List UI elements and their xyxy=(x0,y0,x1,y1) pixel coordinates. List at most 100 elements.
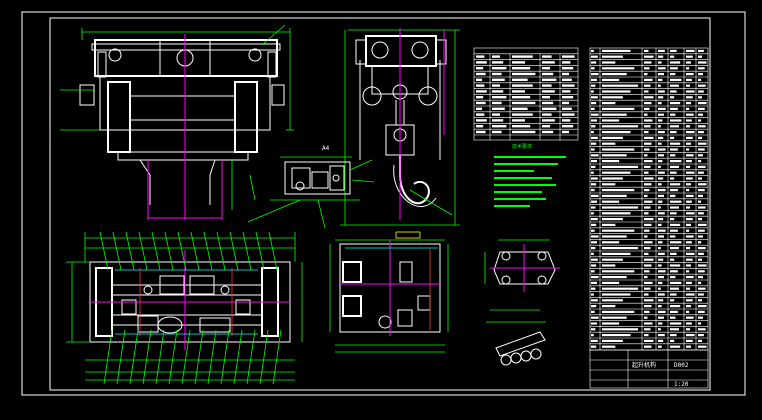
parts-text-mark xyxy=(670,96,675,99)
parts-text-mark xyxy=(658,316,664,319)
parts-text-mark xyxy=(602,165,639,168)
parts-text-mark xyxy=(686,218,693,221)
table-text-mark xyxy=(512,113,533,116)
parts-text-mark xyxy=(591,119,597,122)
parts-text-mark xyxy=(602,113,627,116)
leader-line xyxy=(142,329,152,385)
parts-text-mark xyxy=(591,206,596,209)
parts-text-mark xyxy=(644,299,654,302)
parts-text-mark xyxy=(591,328,596,331)
plan-view-dimensions xyxy=(66,232,303,381)
parts-text-mark xyxy=(686,183,691,186)
parts-text-mark xyxy=(670,264,681,267)
parts-text-mark xyxy=(644,73,648,76)
parts-text-mark xyxy=(602,84,639,87)
parts-text-mark xyxy=(602,200,620,203)
parts-text-mark xyxy=(644,131,649,134)
parts-text-mark xyxy=(644,241,653,244)
leader-line xyxy=(138,231,148,271)
parts-text-mark xyxy=(602,345,616,348)
parts-text-mark xyxy=(698,102,707,105)
parts-text-mark xyxy=(602,102,616,105)
title-block-code: D002 xyxy=(674,362,689,369)
table-text-mark xyxy=(542,78,557,81)
parts-text-mark xyxy=(658,102,662,105)
parts-text-mark xyxy=(658,61,662,64)
parts-text-mark xyxy=(698,328,706,331)
parts-text-mark xyxy=(686,55,693,58)
parts-text-mark xyxy=(591,200,597,203)
parts-text-mark xyxy=(591,125,596,128)
parts-text-mark xyxy=(698,212,704,215)
hook-dimensions xyxy=(340,28,460,226)
parts-text-mark xyxy=(670,165,679,168)
leader-line xyxy=(255,231,265,271)
parts-text-mark xyxy=(644,84,651,87)
front-view-trolley xyxy=(79,39,285,205)
table-text-mark xyxy=(562,61,571,64)
table-text-mark xyxy=(562,119,571,122)
parts-text-mark xyxy=(670,212,677,215)
parts-text-mark xyxy=(658,84,661,87)
table-text-mark xyxy=(476,130,486,134)
table-text-mark xyxy=(542,107,557,110)
parts-text-mark xyxy=(698,334,704,337)
parts-text-mark xyxy=(591,160,597,163)
parts-text-mark xyxy=(686,339,693,342)
parts-text-mark xyxy=(658,328,661,331)
parts-text-mark xyxy=(658,125,661,128)
parts-text-mark xyxy=(602,299,623,302)
parts-text-mark xyxy=(670,281,682,284)
parts-text-mark xyxy=(658,235,664,238)
parts-text-mark xyxy=(698,287,706,290)
parts-text-mark xyxy=(658,154,664,157)
parts-text-mark xyxy=(686,90,695,93)
parts-text-mark xyxy=(644,102,652,105)
parts-text-mark xyxy=(602,223,616,226)
parts-text-mark xyxy=(658,107,666,110)
parts-text-mark xyxy=(591,247,596,250)
parts-text-mark xyxy=(602,183,616,186)
parts-text-mark xyxy=(670,61,681,64)
table-text-mark xyxy=(492,119,504,122)
parts-text-mark xyxy=(644,90,649,93)
parts-text-mark xyxy=(686,102,691,105)
parts-text-mark xyxy=(698,131,704,134)
parts-text-mark xyxy=(658,339,664,342)
parts-text-mark xyxy=(658,73,664,76)
parts-text-mark xyxy=(686,305,691,308)
parts-text-mark xyxy=(670,287,679,290)
parts-text-mark xyxy=(658,287,661,290)
parts-text-mark xyxy=(602,252,631,255)
parts-text-mark xyxy=(602,322,620,325)
leader-line xyxy=(207,329,217,385)
parts-text-mark xyxy=(591,241,597,244)
parts-text-mark xyxy=(658,229,666,232)
table-text-mark xyxy=(512,84,533,87)
parts-text-mark xyxy=(698,171,704,174)
leader-line xyxy=(112,231,122,271)
table-text-mark xyxy=(542,96,550,99)
parts-text-mark xyxy=(670,229,678,232)
table-text-mark xyxy=(542,55,552,58)
parts-text-mark xyxy=(602,229,635,232)
parts-text-mark xyxy=(698,194,703,197)
parts-text-mark xyxy=(698,125,706,128)
parts-text-mark xyxy=(644,165,651,168)
parts-text-mark xyxy=(602,258,623,261)
tech-requirements-notes: 技术要求 xyxy=(494,143,566,207)
parts-text-mark xyxy=(591,131,594,134)
parts-text-mark xyxy=(686,212,695,215)
parts-text-mark xyxy=(670,218,675,221)
parts-text-mark xyxy=(670,183,681,186)
parts-text-mark xyxy=(644,287,651,290)
parts-text-mark xyxy=(591,107,595,110)
parts-text-mark xyxy=(602,339,623,342)
parts-text-mark xyxy=(658,258,664,261)
parts-text-mark xyxy=(698,160,702,163)
parts-text-mark xyxy=(602,293,631,296)
parts-text-mark xyxy=(602,328,639,331)
parts-text-mark xyxy=(658,55,664,58)
